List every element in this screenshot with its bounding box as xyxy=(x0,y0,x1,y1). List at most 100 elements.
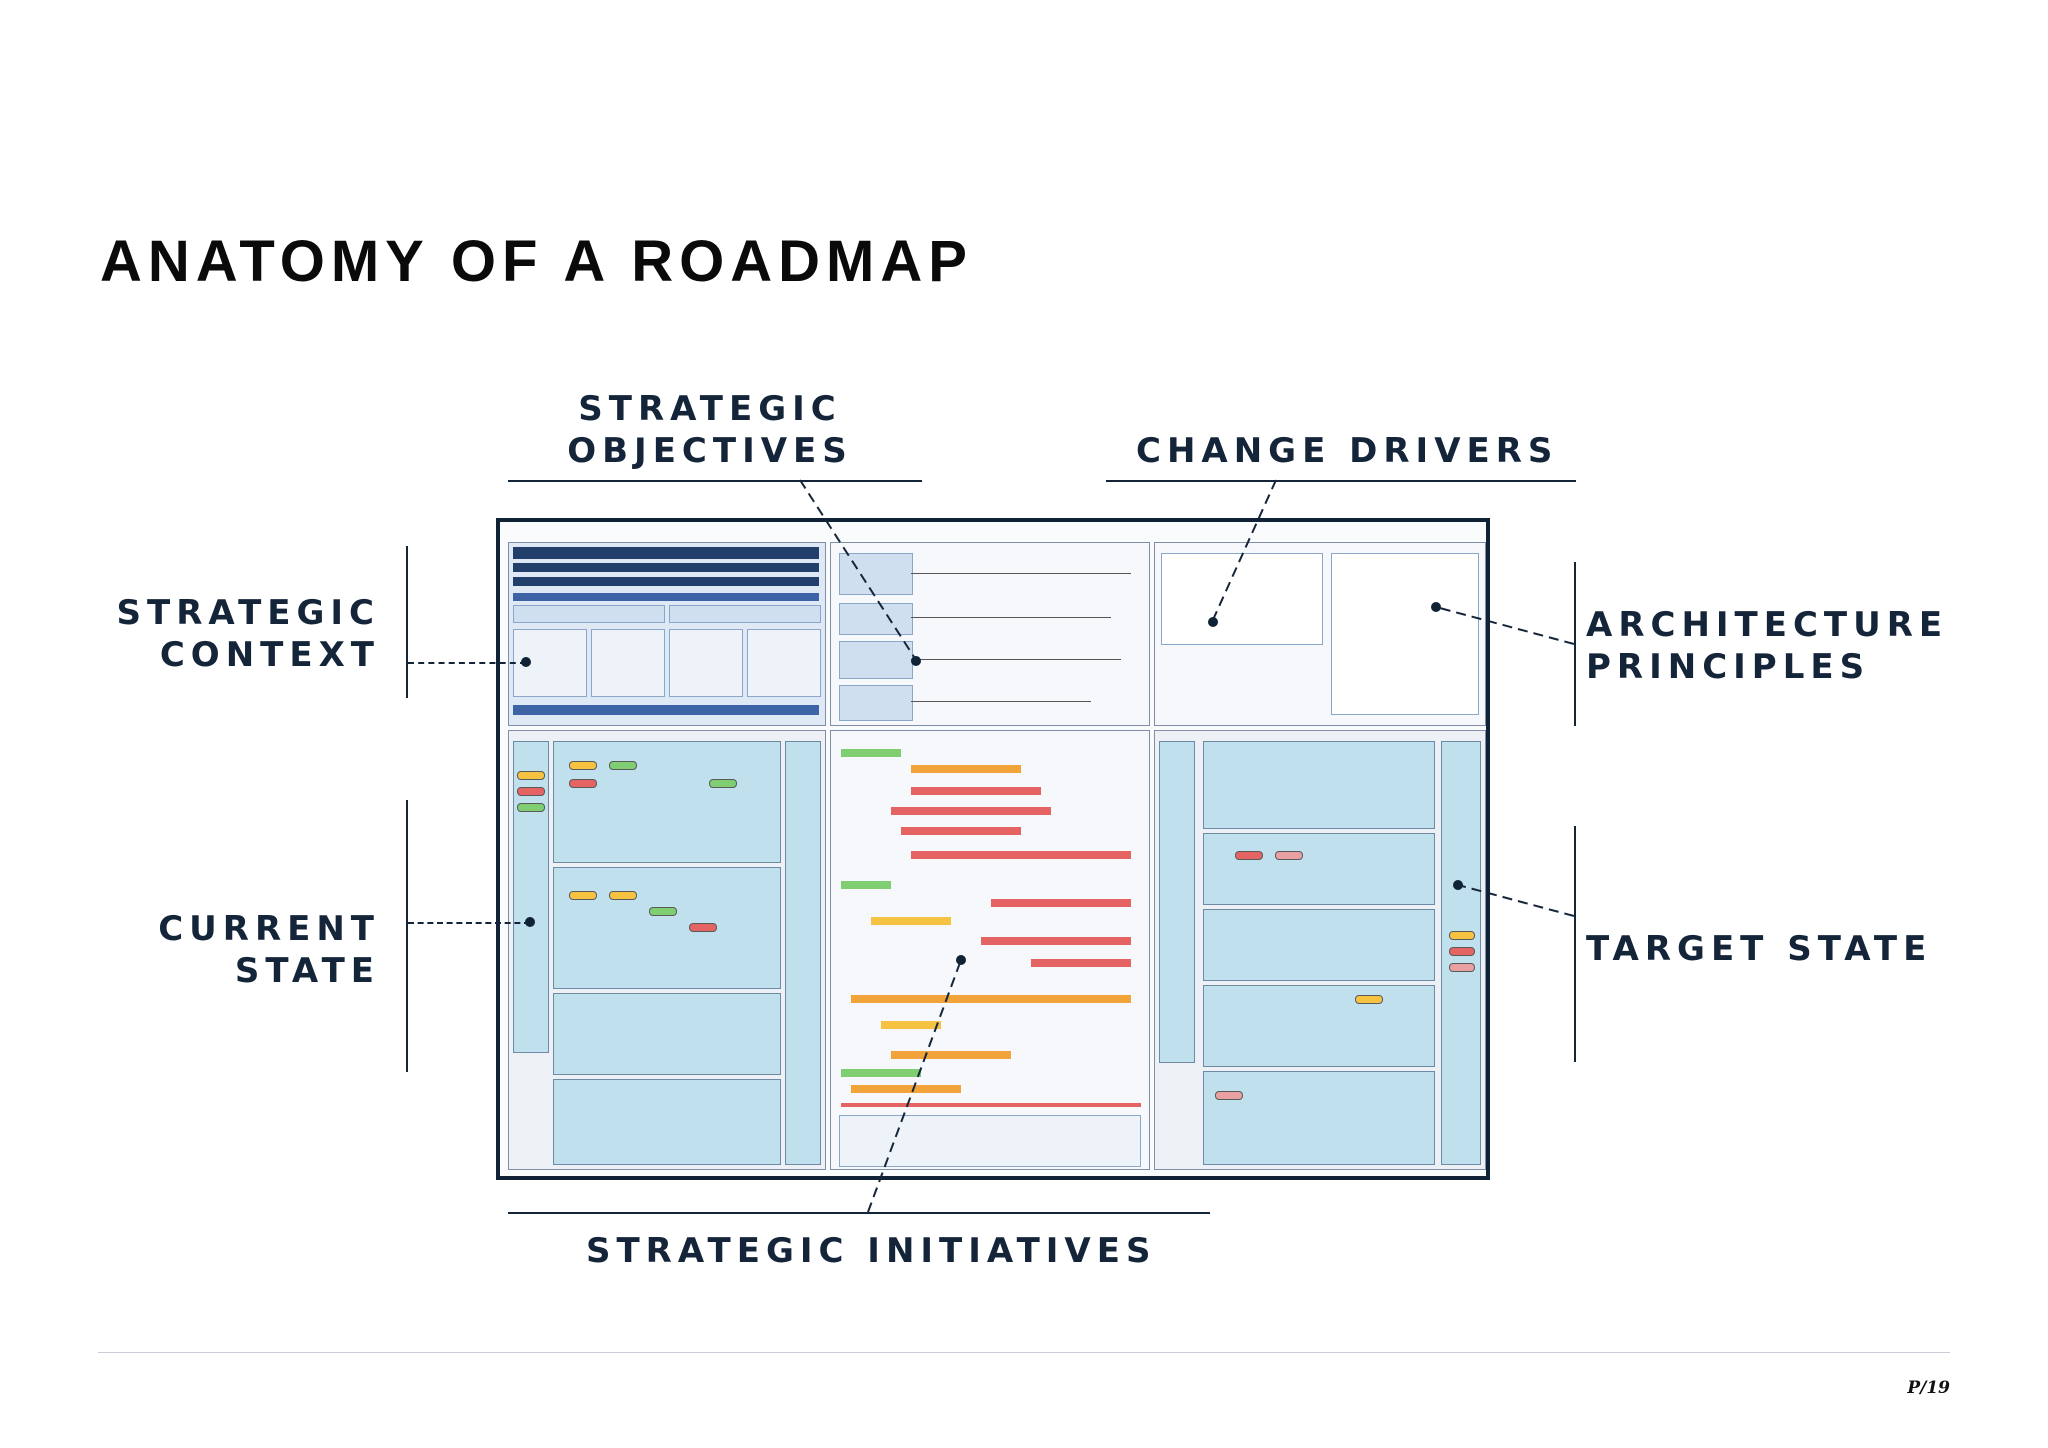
label-target-state: TARGET STATE xyxy=(1586,929,1933,969)
gantt-bar xyxy=(891,1051,1011,1059)
bracket-principles xyxy=(1574,562,1576,726)
label-line: OBJECTIVES xyxy=(567,431,853,471)
gantt-bar xyxy=(881,1021,941,1029)
callout-dot xyxy=(956,955,966,965)
gantt-bar xyxy=(991,899,1131,907)
gantt-bar xyxy=(841,1069,921,1077)
connector xyxy=(911,659,1121,660)
label-strategic-initiatives: STRATEGIC INITIATIVES xyxy=(586,1231,1157,1271)
panel-bar xyxy=(513,593,819,601)
overline-initiatives xyxy=(508,1212,1210,1214)
gantt-bar xyxy=(891,807,1051,815)
status-pill xyxy=(1449,947,1475,956)
label-line: STATE xyxy=(234,951,380,991)
gantt-bar xyxy=(871,917,951,925)
gantt-bar xyxy=(1031,959,1131,967)
context-box xyxy=(669,605,821,623)
current-state-panel xyxy=(508,730,826,1170)
callout-dot xyxy=(1431,602,1441,612)
bracket-context xyxy=(406,546,408,698)
gantt-bar xyxy=(911,765,1021,773)
gantt-bar xyxy=(851,1085,961,1093)
underline-objectives xyxy=(508,480,922,482)
callout-context xyxy=(408,662,526,664)
gantt-bar xyxy=(851,995,1131,1003)
callout-dot xyxy=(525,917,535,927)
gantt-bar xyxy=(841,881,891,889)
panel-bar xyxy=(513,705,819,715)
page-title: ANATOMY OF A ROADMAP xyxy=(100,229,973,294)
context-box xyxy=(669,629,743,697)
page-number: P/19 xyxy=(1907,1378,1950,1398)
context-box xyxy=(513,605,665,623)
status-pill xyxy=(609,761,637,770)
gantt-bar xyxy=(911,851,1131,859)
status-pill xyxy=(1275,851,1303,860)
state-cell xyxy=(1203,1071,1435,1165)
context-box xyxy=(591,629,665,697)
status-pill xyxy=(517,787,545,796)
status-pill xyxy=(649,907,677,916)
gantt-bar xyxy=(841,749,901,757)
timeline-bar xyxy=(841,1103,1141,1107)
panel-bar xyxy=(513,577,819,586)
callout-dot xyxy=(521,657,531,667)
footer-divider xyxy=(98,1352,1950,1353)
context-panel xyxy=(508,542,826,726)
callout-dot xyxy=(1208,617,1218,627)
state-cell xyxy=(553,867,781,989)
underline-change-drivers xyxy=(1106,480,1576,482)
status-pill xyxy=(517,771,545,780)
objective-box xyxy=(839,603,913,635)
label-strategic-objectives: STRATEGIC OBJECTIVES xyxy=(560,388,860,472)
state-column xyxy=(1159,741,1195,1063)
status-pill xyxy=(609,891,637,900)
status-pill xyxy=(1215,1091,1243,1100)
state-cell xyxy=(1203,833,1435,905)
initiatives-panel xyxy=(830,730,1150,1170)
objectives-panel xyxy=(830,542,1150,726)
label-current-state: CURRENT STATE xyxy=(90,908,380,992)
alignment-box xyxy=(839,1115,1141,1167)
state-cell xyxy=(553,993,781,1075)
target-state-panel xyxy=(1154,730,1486,1170)
bracket-current-state xyxy=(406,800,408,1072)
status-pill xyxy=(1355,995,1383,1004)
connector xyxy=(911,617,1111,618)
gantt-bar xyxy=(901,827,1021,835)
state-column xyxy=(785,741,821,1165)
callout-dot xyxy=(911,656,921,666)
roadmap-image xyxy=(496,518,1490,1180)
connector xyxy=(911,573,1131,574)
label-line: STRATEGIC xyxy=(116,593,380,633)
bracket-target-state xyxy=(1574,826,1576,1062)
objective-box xyxy=(839,685,913,721)
status-pill xyxy=(569,761,597,770)
connector xyxy=(911,701,1091,702)
gantt-bar xyxy=(911,787,1041,795)
label-architecture-principles: ARCHITECTURE PRINCIPLES xyxy=(1586,604,1948,688)
status-pill xyxy=(689,923,717,932)
state-cell xyxy=(1203,909,1435,981)
label-line: STRATEGIC xyxy=(578,389,842,429)
drivers-box xyxy=(1161,553,1323,645)
status-pill xyxy=(569,891,597,900)
status-pill xyxy=(569,779,597,788)
state-cell xyxy=(553,1079,781,1165)
drivers-panel xyxy=(1154,542,1486,726)
status-pill xyxy=(1449,963,1475,972)
label-line: PRINCIPLES xyxy=(1586,647,1871,687)
status-pill xyxy=(1449,931,1475,940)
gantt-bar xyxy=(981,937,1131,945)
principles-box xyxy=(1331,553,1479,715)
callout-current-state xyxy=(408,922,530,924)
label-change-drivers: CHANGE DRIVERS xyxy=(1136,431,1559,471)
objective-box xyxy=(839,641,913,679)
state-cell xyxy=(1203,741,1435,829)
panel-bar xyxy=(513,563,819,572)
status-pill xyxy=(1235,851,1263,860)
objective-box xyxy=(839,553,913,595)
label-line: ARCHITECTURE xyxy=(1586,605,1949,645)
state-cell xyxy=(1203,985,1435,1067)
